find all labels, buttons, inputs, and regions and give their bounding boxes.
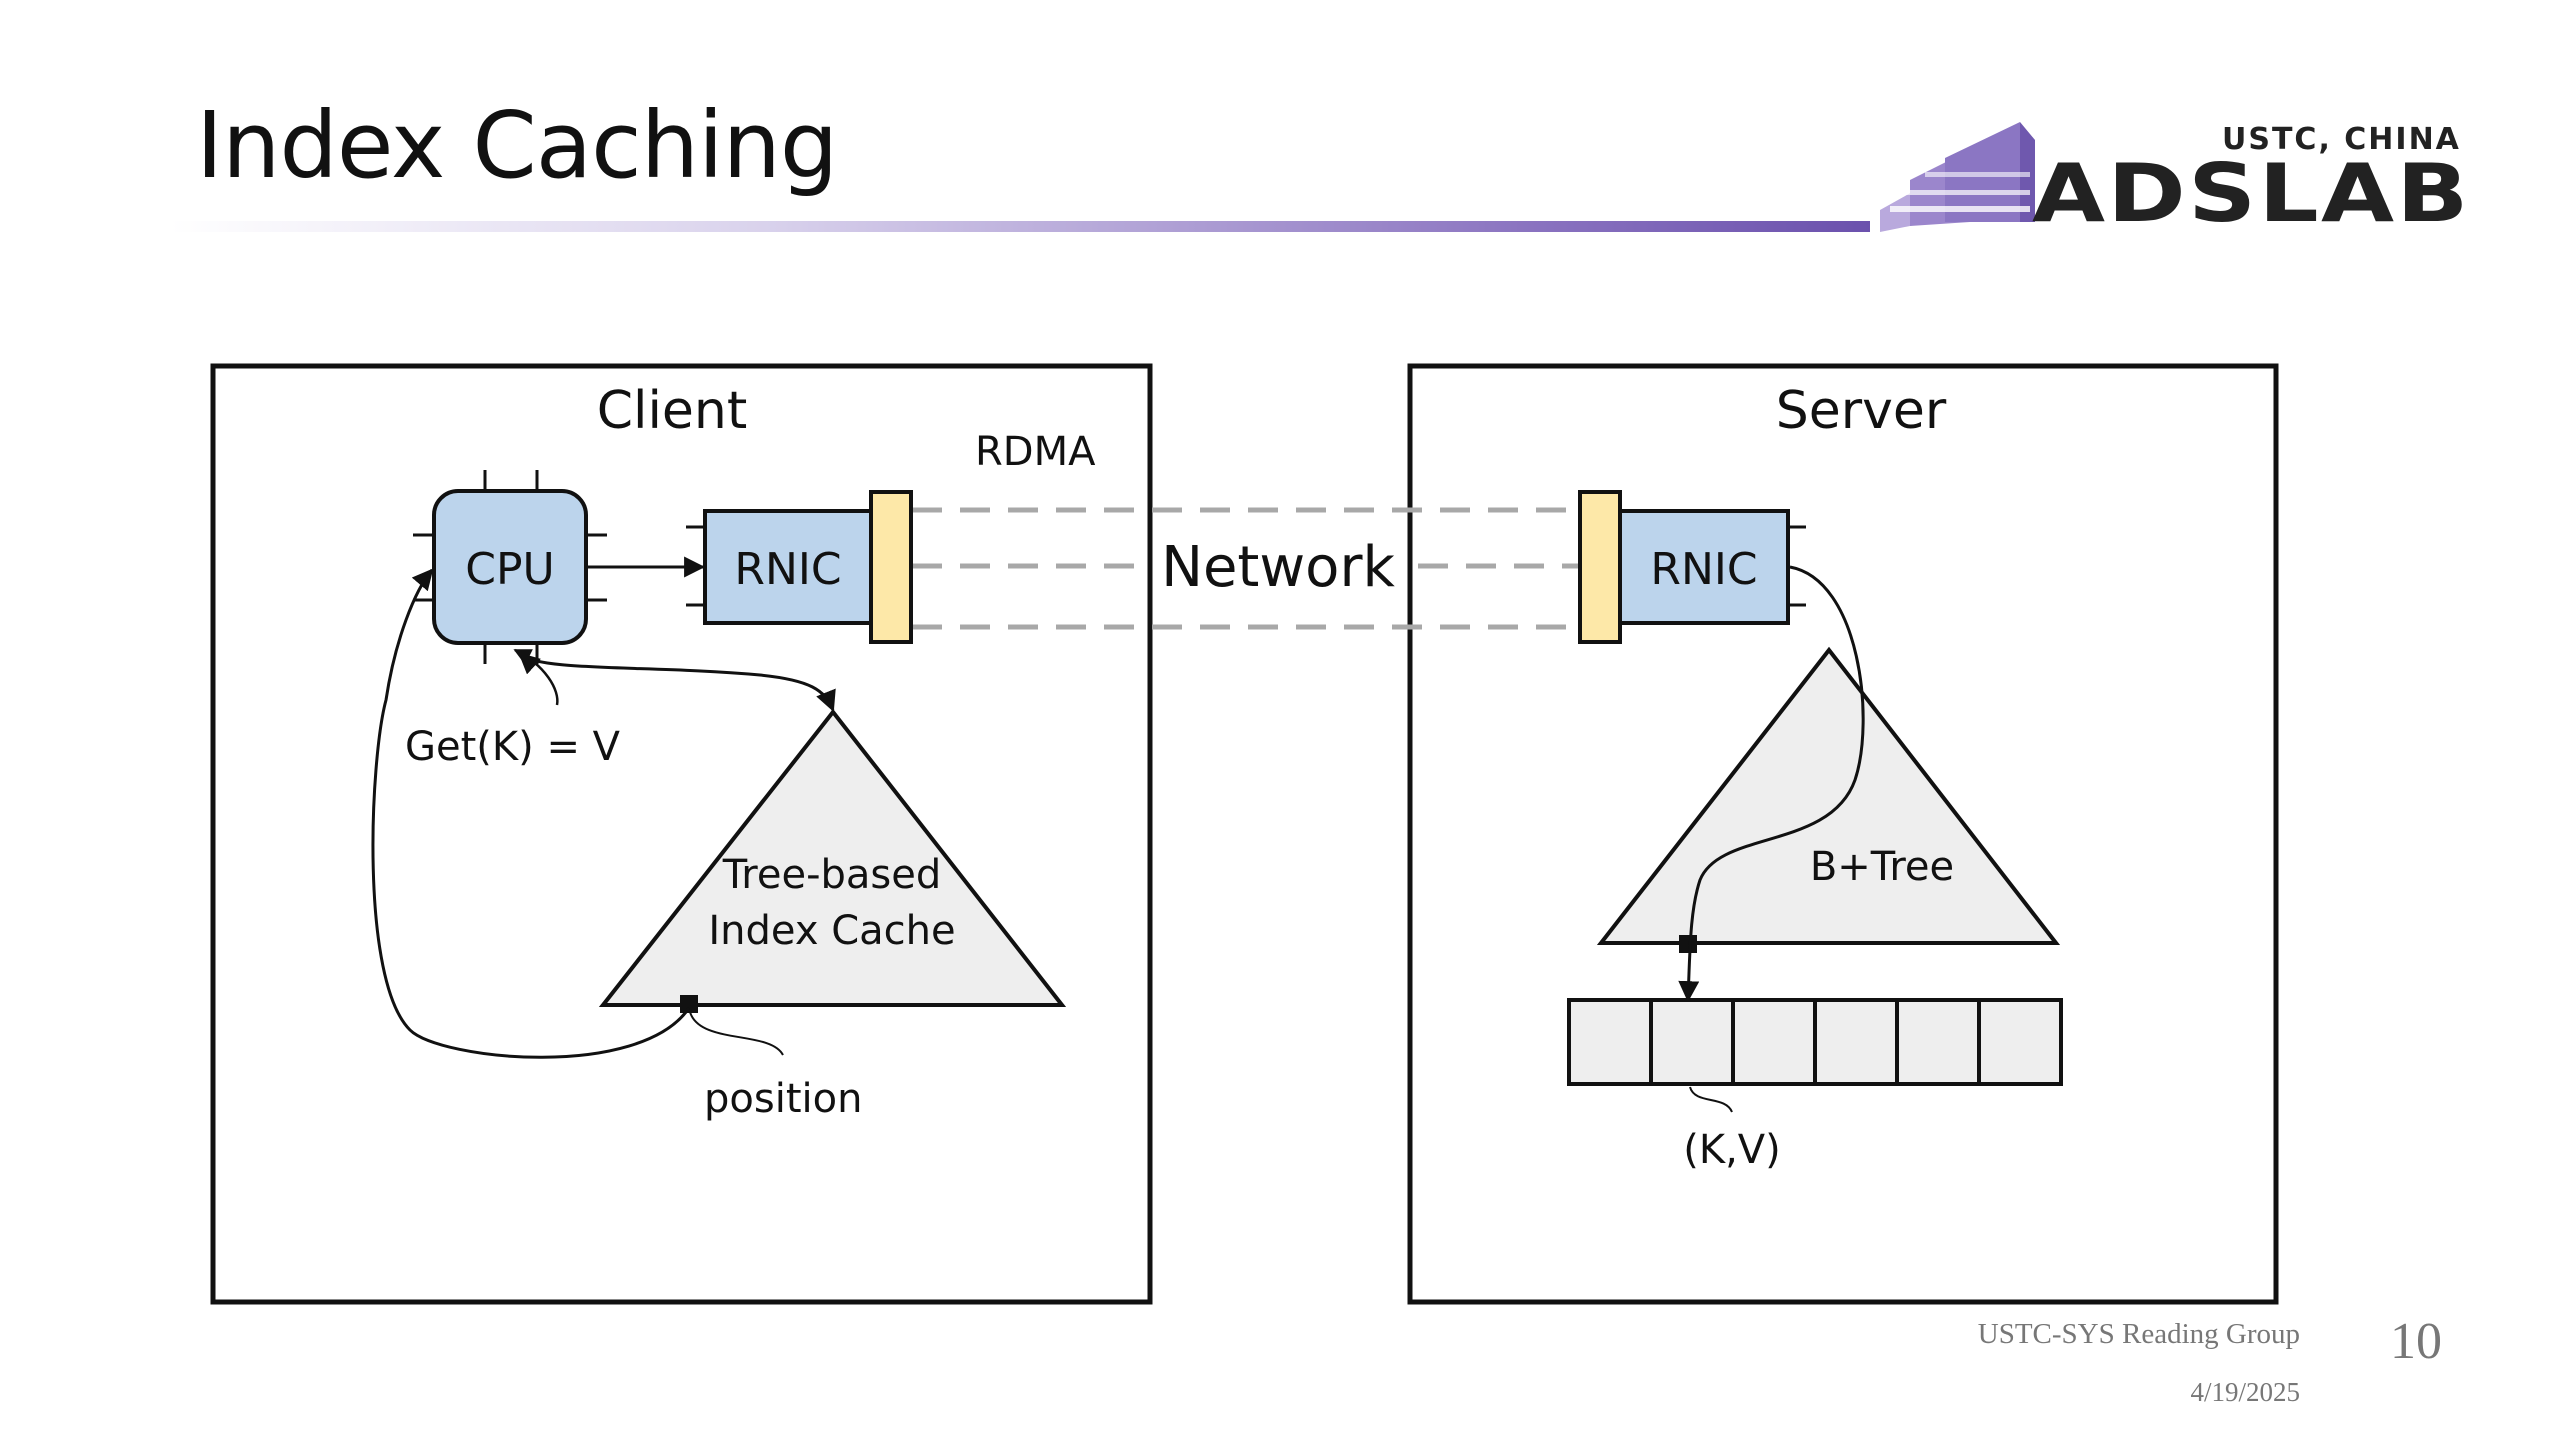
logo-subtitle: USTC, CHINA	[2222, 122, 2461, 157]
adslab-logo-graphic	[1880, 122, 2035, 232]
rnic-to-leaf-arrow	[1678, 565, 1865, 1003]
client-label: Client	[597, 381, 748, 441]
client-box	[210, 363, 1153, 1305]
client-rnic: RNIC	[686, 490, 913, 644]
btree-label: B+Tree	[1810, 844, 1954, 890]
get-label: Get(K) = V	[405, 724, 621, 770]
cpu-label: CPU	[465, 544, 554, 595]
title-underline	[170, 221, 1870, 232]
cpu-tree-arrow	[518, 652, 836, 712]
rdma-label: RDMA	[975, 429, 1096, 475]
btree-leaf-marker	[1679, 935, 1697, 953]
page-number: 10	[2390, 1313, 2442, 1370]
position-to-cpu-arrow	[371, 568, 691, 1059]
client-rnic-port	[869, 490, 913, 644]
footer-date: 4/19/2025	[2190, 1377, 2300, 1407]
logo-wordmark: ADSLAB	[2032, 147, 2471, 240]
logo-building-icon	[1880, 122, 2035, 232]
server-rnic-port	[1578, 490, 1622, 644]
kv-label: (K,V)	[1683, 1127, 1781, 1173]
kv-array	[1567, 998, 2063, 1086]
server-box	[1407, 363, 2279, 1305]
network-links	[912, 507, 1578, 630]
client-rnic-label: RNIC	[734, 544, 841, 595]
footer-group-name: USTC-SYS Reading Group	[1977, 1318, 2300, 1350]
server-rnic: RNIC	[1578, 490, 1806, 644]
kv-callout	[1689, 1086, 1733, 1113]
index-cache-triangle	[598, 708, 1067, 1007]
server-rnic-label: RNIC	[1650, 544, 1757, 595]
btree-triangle	[1596, 646, 2061, 945]
index-cache-label-line1: Tree-based	[722, 852, 942, 898]
get-pointer-curve	[513, 648, 559, 706]
page-title: Index Caching	[196, 92, 838, 199]
position-callout	[689, 1011, 784, 1056]
network-label: Network	[1161, 535, 1395, 600]
position-marker	[680, 995, 698, 1013]
server-label: Server	[1776, 381, 1947, 441]
index-cache-label-line2: Index Cache	[708, 908, 955, 954]
position-label: position	[704, 1076, 862, 1122]
cpu-chip: CPU	[413, 470, 607, 664]
